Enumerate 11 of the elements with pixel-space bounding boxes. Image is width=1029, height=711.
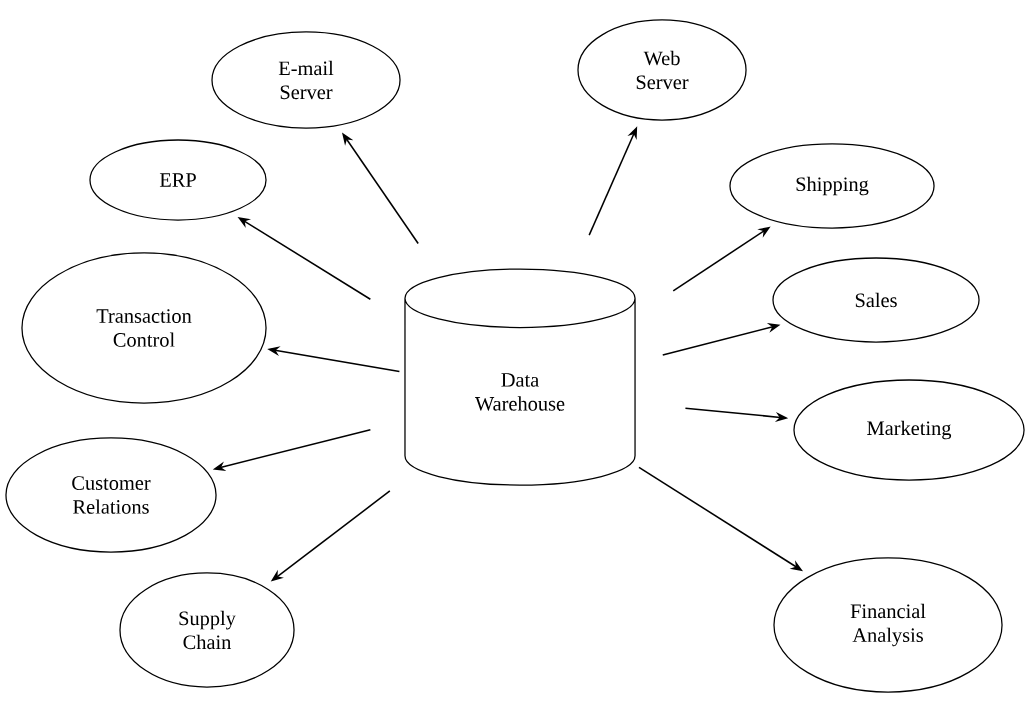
ellipse-node: Transaction Control [21,252,267,404]
ellipse-node: Sales [772,257,980,343]
ellipse-node: Marketing [793,379,1025,481]
ellipse-node: Supply Chain [119,572,295,688]
ellipse-node: Web Server [577,19,747,121]
cylinder-node: Data Warehouse [404,268,636,486]
ellipse-node: Shipping [729,143,935,229]
ellipse-node: E-mail Server [211,31,401,129]
ellipse-node: Financial Analysis [773,557,1003,693]
ellipse-node: ERP [89,139,267,221]
ellipse-node: Customer Relations [5,437,217,553]
